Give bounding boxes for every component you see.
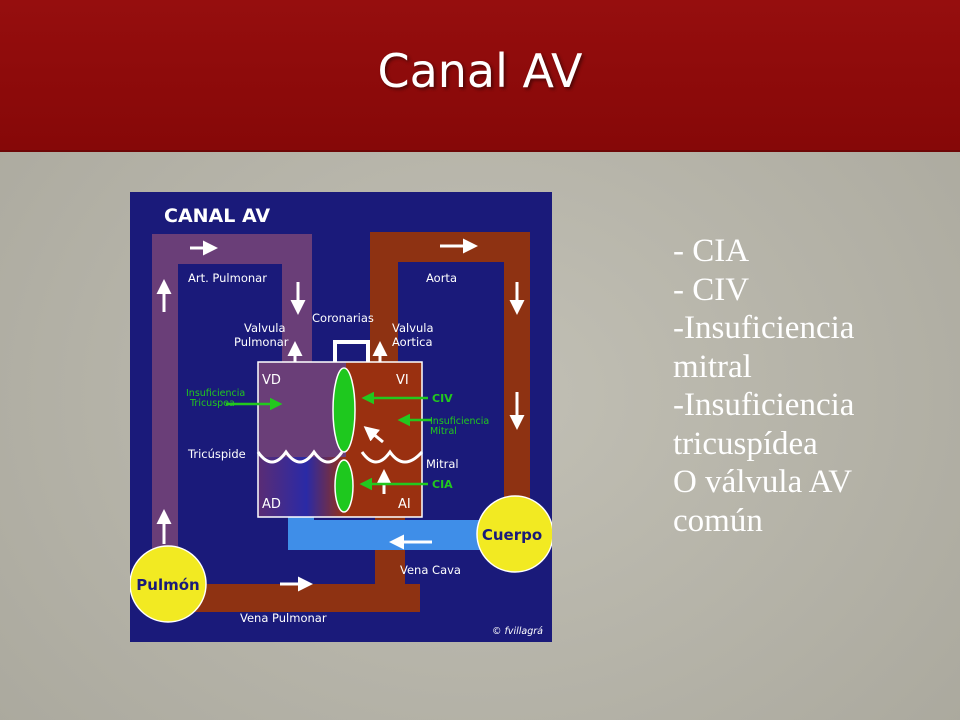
venous-return xyxy=(288,492,490,550)
label-vd: VD xyxy=(262,373,281,388)
label-insuf-mitral-1: Insuficiencia xyxy=(430,416,489,427)
label-insuf-tric-1: Insuficiencia xyxy=(186,388,245,399)
green-arrows xyxy=(226,391,432,491)
bullet-item: - CIA xyxy=(673,233,750,269)
civ-defect xyxy=(332,367,356,453)
label-vena-pulmonar: Vena Pulmonar xyxy=(240,611,327,625)
left-ventricle xyxy=(346,362,422,457)
flow-arrows xyxy=(156,238,525,592)
label-art-pulmonar: Art. Pulmonar xyxy=(188,271,267,285)
label-aorta: Aorta xyxy=(426,271,457,285)
bullet-item: -Insuficiencia xyxy=(673,387,855,423)
label-coronarias: Coronarias xyxy=(312,311,374,325)
bullet-item: O válvula AV xyxy=(673,464,853,500)
coronary-branch xyxy=(333,340,370,362)
slide-title: Canal AV xyxy=(377,44,583,98)
pulmon-label: Pulmón xyxy=(136,576,199,594)
bullet-item: mitral xyxy=(673,348,752,385)
bullet-list: - CIA - CIV -Insuficiencia mitral -Insuf… xyxy=(673,232,953,540)
pulmon-organ: Pulmón xyxy=(130,545,207,623)
cia-defect xyxy=(334,459,354,513)
bullet-item: -Insuficiencia xyxy=(673,310,855,346)
av-valve-line xyxy=(256,449,424,464)
label-vena-cava: Vena Cava xyxy=(400,563,461,577)
credit-label: © fvillagrá xyxy=(492,626,543,637)
label-mitral: Mitral xyxy=(426,457,459,471)
label-valvula-pulmonar-2: Pulmonar xyxy=(234,335,289,349)
cuerpo-organ: Cuerpo xyxy=(476,495,552,573)
label-tricuspide: Tricúspide xyxy=(187,447,246,461)
label-ad: AD xyxy=(262,497,281,512)
label-civ: CIV xyxy=(432,392,453,405)
label-insuf-tric-2: Tricuspea xyxy=(189,398,235,409)
title-bar xyxy=(0,0,960,152)
bullet-item: común xyxy=(673,502,763,539)
cuerpo-label: Cuerpo xyxy=(482,526,542,544)
label-valvula-pulmonar-1: Valvula xyxy=(244,321,286,335)
label-ai: AI xyxy=(398,497,411,512)
canal-av-diagram: CANAL AV xyxy=(130,192,552,642)
bullet-item: tricuspídea xyxy=(673,425,818,462)
label-valvula-aortica-2: Aortica xyxy=(392,335,433,349)
label-valvula-aortica-1: Valvula xyxy=(392,321,434,335)
diagram-heading: CANAL AV xyxy=(164,205,270,227)
label-vi: VI xyxy=(396,373,409,388)
right-atrium xyxy=(258,457,346,517)
bullet-item: - CIV xyxy=(673,271,750,308)
label-insuf-mitral-2: Mitral xyxy=(430,426,457,437)
label-cia: CIA xyxy=(432,478,453,491)
